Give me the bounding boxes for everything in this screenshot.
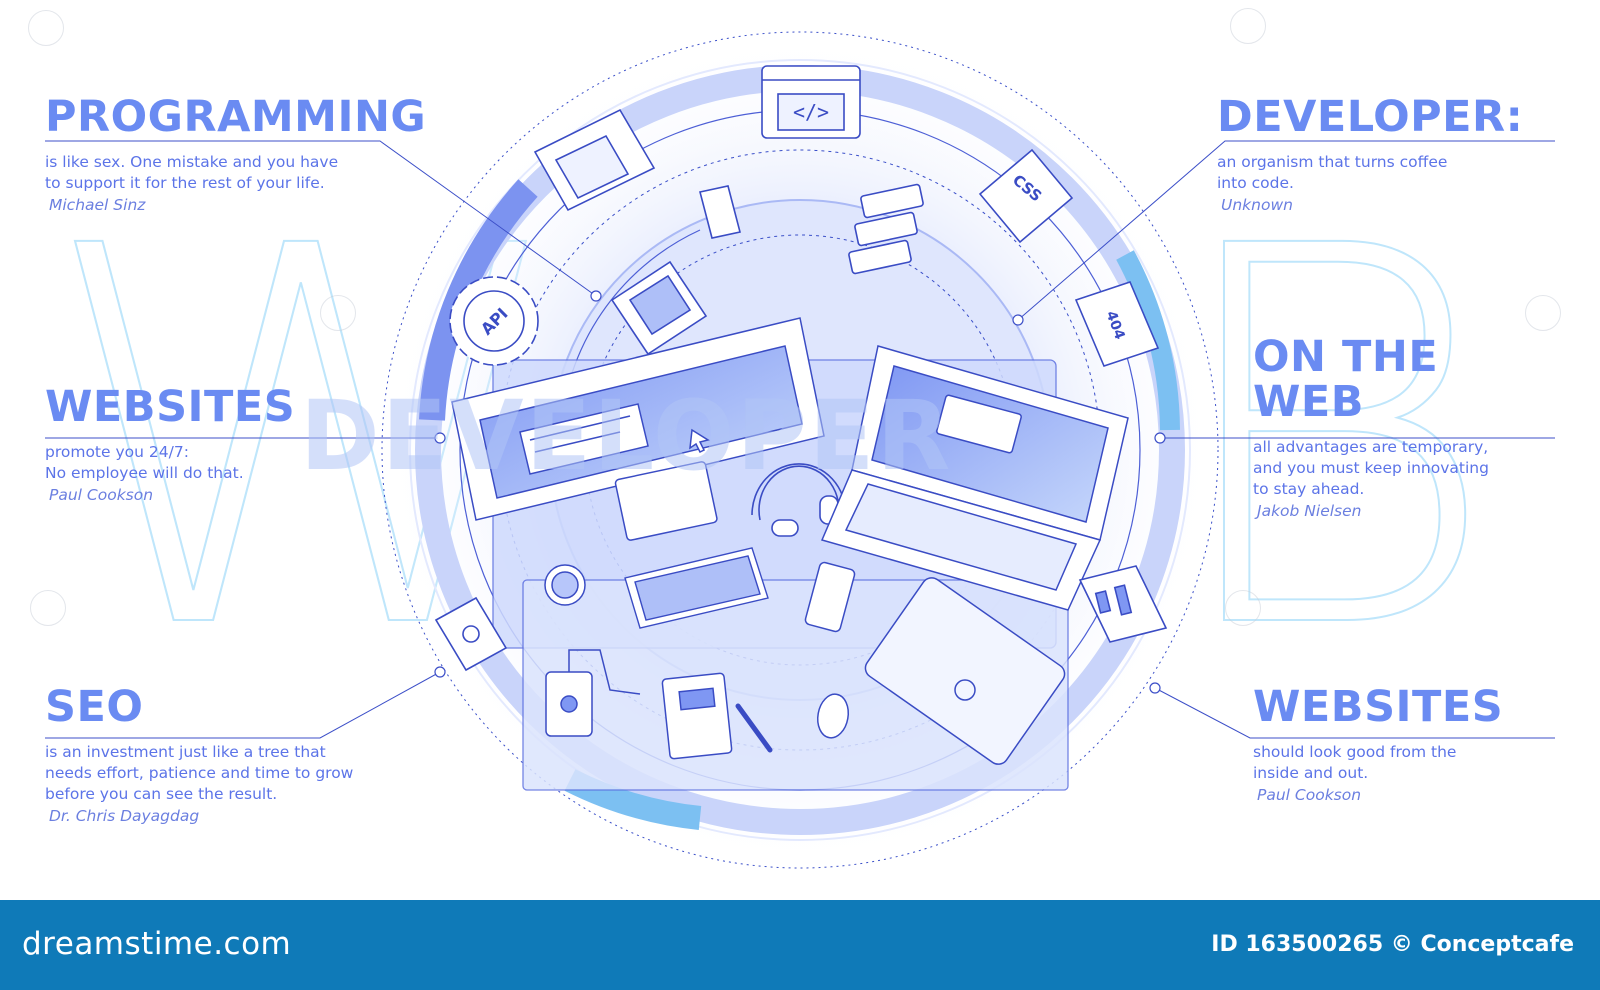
author-websites-right: Paul Cookson [1257,786,1362,804]
block-seo: SEO is an investment just like a tree th… [45,682,354,826]
mouse [816,693,850,739]
quote-programming: is like sex. One mistake and you have to… [45,153,339,192]
watermark-mark [1230,8,1266,44]
block-developer: DEVELOPER: an organism that turns coffee… [1217,92,1524,215]
footer-image-id: ID 163500265 © Conceptcafe [1211,932,1574,957]
gear-icon [449,276,539,366]
tablet [864,577,1066,765]
hard-drive [545,649,641,737]
footer-logo: dreamstime.com [22,926,292,962]
author-programming: Michael Sinz [49,196,146,214]
notebook [661,672,773,760]
keyboard [624,547,769,629]
watermark-mark [1525,295,1561,331]
heading-websites-right: WEBSITES [1253,682,1504,732]
rocket-tablet-icon [610,260,708,356]
desktop-monitor [451,317,825,541]
block-websites-left: WEBSITES promote you 24/7: No employee w… [45,382,296,505]
design-monitor-icon [533,108,656,212]
heading-websites-left: WEBSITES [45,382,296,432]
quote-on-the-web: all advantages are temporary, and you mu… [1253,438,1489,498]
block-programming: PROGRAMMING is like sex. One mistake and… [45,92,427,215]
code-icon-label: </> [793,100,829,124]
author-seo: Dr. Chris Dayagdag [49,807,200,825]
chart-card-icon [1078,565,1168,643]
author-on-the-web: Jakob Nielsen [1257,502,1362,520]
phone [804,561,856,633]
mid-ring-line [409,59,1191,841]
coffee-cup-icon [699,185,741,239]
quote-developer: an organism that turns coffee into code. [1217,153,1448,192]
quote-seo: is an investment just like a tree that n… [45,743,354,803]
ring-accent-right [1116,250,1180,431]
block-websites-right: WEBSITES should look good from the insid… [1253,682,1504,805]
quote-websites-right: should look good from the inside and out… [1253,743,1457,782]
connector-lines [45,140,1555,739]
footer-bar: dreamstime.com ID 163500265 © Conceptcaf… [0,900,1600,990]
heading-programming: PROGRAMMING [45,92,427,142]
cup [544,564,586,606]
css-file-icon [978,148,1074,244]
watermark-mark [320,295,356,331]
watermark-mark [28,10,64,46]
outer-dotted-ring [381,31,1219,869]
author-websites-left: Paul Cookson [49,486,154,504]
illustration-canvas: W E B [28,8,1561,870]
center-word: DEVELOPER [300,380,953,492]
quote-websites-left: promote you 24/7: No employee will do th… [45,443,244,482]
server-icon [848,183,924,275]
virus-skull-icon [434,596,508,672]
heading-seo: SEO [45,682,144,732]
watermark-mark [1225,590,1261,626]
heading-on-the-web-line2: WEB [1253,377,1365,427]
watermark-mark [30,590,66,626]
workspace-illustration: </> CSS API 404 [45,30,1555,870]
heading-developer: DEVELOPER: [1217,92,1524,142]
author-developer: Unknown [1221,196,1293,214]
connector-nodes [434,290,1166,694]
error-404-icon [1074,281,1160,367]
code-window-icon [761,65,861,139]
block-on-the-web: ON THE WEB all advantages are temporary,… [1253,332,1489,521]
heading-on-the-web-line1: ON THE [1253,332,1439,382]
laptop [820,345,1129,611]
